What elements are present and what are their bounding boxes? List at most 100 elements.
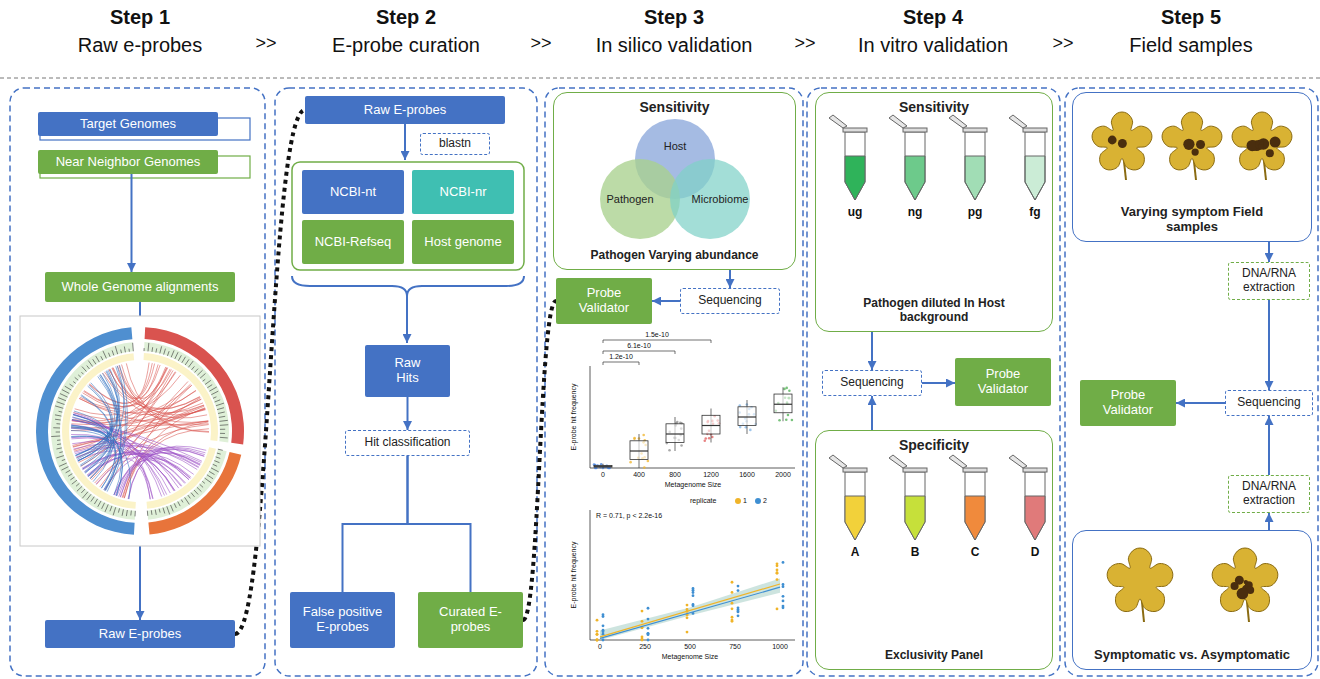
box-label: Raw E-probes — [99, 627, 181, 642]
chart-text: Metagenome Size — [665, 481, 721, 489]
process-box: False positive E-probes — [290, 592, 395, 648]
legend-swatch — [755, 498, 761, 504]
process-box: Target Genomes — [38, 112, 218, 136]
flow-arrow — [1268, 513, 1270, 530]
step-heading: >> — [1052, 34, 1073, 54]
box-label: Probe Validator — [561, 286, 647, 316]
box-label: False positive E-probes — [295, 605, 390, 635]
step-box: Sequencing — [822, 370, 922, 396]
chart-text: 500 — [684, 643, 696, 651]
chart-text: 0 — [598, 643, 602, 651]
flow-arrow — [652, 300, 680, 302]
chart-text: 1.2e-10 — [609, 353, 633, 361]
legend-item: 2 — [755, 497, 767, 504]
step-box: Sequencing — [1225, 390, 1313, 416]
database-box: NCBI-nr — [412, 170, 514, 214]
flow-arrow — [131, 174, 133, 272]
flow-arrow — [871, 332, 873, 370]
process-box: Raw Hits — [365, 345, 450, 397]
tube-icon — [829, 455, 867, 540]
tube-icon — [1009, 455, 1047, 540]
tube-label: pg — [968, 206, 983, 219]
chart-text: 1000 — [772, 643, 788, 651]
tube-label: A — [851, 546, 860, 559]
step-heading: Raw e-probes — [78, 34, 203, 56]
flow-arrow — [922, 382, 955, 384]
flow-arrow — [1176, 402, 1225, 404]
circos-plot — [36, 327, 244, 535]
step-heading: >> — [530, 34, 551, 54]
circos-frame — [20, 316, 260, 546]
step-heading: Step 1 — [110, 6, 170, 28]
process-box: NCBI-nt — [302, 170, 404, 214]
process-box: Curated E-probes — [418, 592, 523, 648]
step-heading: Step 4 — [903, 6, 963, 28]
process-box: Host genome — [412, 220, 514, 264]
chart-text: 1200 — [703, 471, 719, 479]
tube-icon — [1009, 115, 1047, 200]
box-label: DNA/RNA extraction — [1234, 480, 1304, 508]
tube-label: C — [971, 546, 980, 559]
box-label: Varying symptom Field samples — [1097, 205, 1287, 235]
flow-arrow — [1268, 416, 1270, 475]
chart-text: R = 0.71, p < 2.2e-16 — [596, 512, 662, 520]
flow-arrow — [871, 396, 873, 430]
box-label: Near Neighbor Genomes — [56, 155, 201, 170]
step-panel — [1065, 88, 1318, 676]
box-label: Exclusivity Panel — [885, 649, 983, 663]
box-label: Sequencing — [840, 376, 903, 390]
box-label: Curated E-probes — [436, 605, 506, 635]
box-label: Raw Hits — [383, 356, 433, 386]
box-heading: Sensitivity — [639, 99, 709, 115]
step-box: Hit classification — [345, 430, 470, 456]
box-label: Probe Validator — [1085, 388, 1171, 418]
step-heading: Step 3 — [644, 6, 704, 28]
dotted-connector — [523, 301, 556, 620]
venn-circle: Pathogen — [600, 159, 680, 239]
flow-arrow — [408, 456, 471, 592]
tube-label: fg — [1029, 206, 1040, 219]
panel-box: SensitivityPathogen Varying abundanceHos… — [553, 92, 796, 270]
flow-arrow — [407, 397, 409, 430]
chart-text: E-probe hit frequency — [570, 384, 578, 451]
chart-text: 800 — [669, 471, 681, 479]
sample-box: Varying symptom Field samples — [1072, 92, 1312, 242]
step-box: DNA/RNA extraction — [1228, 262, 1310, 300]
chart-text: Metagenome Size — [662, 653, 718, 661]
step-heading: >> — [794, 34, 815, 54]
process-box: Raw E-probes — [305, 96, 505, 124]
chart-text: 750 — [729, 643, 741, 651]
box-label: Microbiome — [692, 193, 749, 206]
sample-box: Symptomatic vs. Asymptomatic — [1072, 530, 1312, 670]
flow-arrow — [343, 456, 408, 592]
process-box: Probe Validator — [1080, 380, 1176, 426]
tube-label: B — [911, 546, 920, 559]
leaf-icon — [1162, 112, 1222, 180]
chart-text: 0 — [601, 471, 605, 479]
box-heading: Sensitivity — [899, 99, 969, 115]
leaf-icon — [1232, 112, 1292, 180]
step-heading: Field samples — [1129, 34, 1252, 56]
box-label: Pathogen Varying abundance — [590, 249, 758, 263]
box-label: Target Genomes — [80, 117, 176, 132]
box-label: Raw E-probes — [364, 103, 446, 118]
box-label: NCBI-Refseq — [315, 235, 392, 250]
chart-text: 1.5e-10 — [645, 331, 669, 339]
tube-icon — [889, 455, 927, 540]
step-box: blastn — [420, 133, 490, 155]
step-panel — [807, 88, 1060, 676]
step-panel — [545, 88, 803, 676]
box-label: Sequencing — [698, 294, 761, 308]
brace — [292, 276, 524, 296]
tube-label: ng — [908, 206, 923, 219]
venn-circle: Microbiome — [670, 159, 750, 239]
tube-icon — [949, 455, 987, 540]
box-label: Pathogen diluted In Host background — [859, 297, 1009, 325]
step-heading: E-probe curation — [332, 34, 480, 56]
step-box: DNA/RNA extraction — [1228, 475, 1310, 513]
chart-text: E-probe hit frequency — [570, 542, 578, 609]
process-box: Probe Validator — [955, 358, 1051, 406]
tube-icon — [889, 115, 927, 200]
legend-item: 1 — [735, 497, 747, 504]
